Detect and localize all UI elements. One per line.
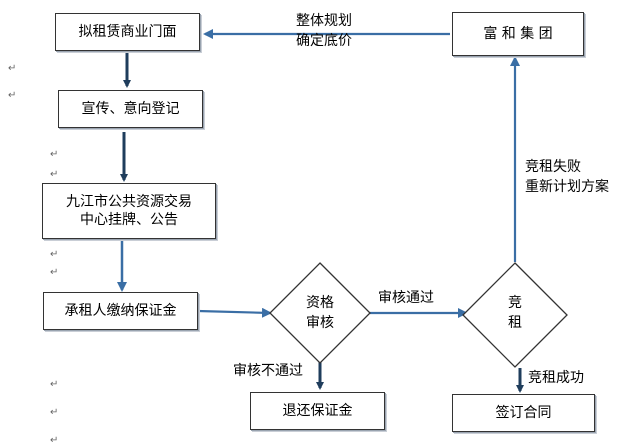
paragraph-mark: ↵ bbox=[50, 435, 59, 446]
success-label: 竞租成功 bbox=[528, 370, 584, 386]
refund-text: 退还保证金 bbox=[282, 403, 353, 419]
sign-text: 签订合同 bbox=[495, 405, 552, 421]
promote-box: 宣传、意向登记 bbox=[58, 90, 203, 128]
not-pass-label: 审核不通过 bbox=[233, 363, 303, 379]
plan-label-line2: 确定底价 bbox=[296, 33, 352, 49]
paragraph-mark: ↵ bbox=[8, 63, 17, 74]
lease-store-box: 拟租赁商业门面 bbox=[55, 13, 200, 51]
bid-text-line1: 竞 bbox=[508, 295, 522, 311]
paragraph-mark: ↵ bbox=[8, 90, 17, 101]
bid-text-line2: 租 bbox=[508, 315, 522, 331]
listing-text-line2: 中心挂牌、公告 bbox=[80, 212, 178, 228]
fail-label-line2: 重新计划方案 bbox=[525, 179, 609, 195]
deposit-text: 承租人缴纳保证金 bbox=[64, 303, 177, 319]
listing-text-line1: 九江市公共资源交易 bbox=[66, 194, 192, 210]
paragraph-mark: ↵ bbox=[50, 169, 59, 180]
qualify-diamond bbox=[269, 262, 371, 364]
paragraph-mark: ↵ bbox=[50, 267, 59, 278]
qualify-text-line2: 审核 bbox=[306, 315, 334, 331]
paragraph-mark: ↵ bbox=[50, 379, 59, 390]
qualify-text: 资格 审核 bbox=[290, 293, 350, 333]
paragraph-mark: ↵ bbox=[50, 249, 59, 260]
promote-text: 宣传、意向登记 bbox=[81, 101, 180, 117]
listing-box: 九江市公共资源交易 中心挂牌、公告 bbox=[42, 183, 216, 239]
group-box: 富 和 集 团 bbox=[452, 12, 584, 56]
group-text: 富 和 集 团 bbox=[483, 26, 553, 42]
fail-label-line1: 竞租失败 bbox=[525, 159, 581, 175]
pass-label: 审核通过 bbox=[378, 290, 434, 306]
paragraph-mark: ↵ bbox=[50, 407, 59, 418]
bid-text: 竞 租 bbox=[495, 293, 535, 333]
plan-label-line1: 整体规划 bbox=[296, 13, 352, 29]
qualify-text-line1: 资格 bbox=[306, 295, 334, 311]
deposit-box: 承租人缴纳保证金 bbox=[43, 292, 198, 330]
sign-box: 签订合同 bbox=[452, 394, 595, 432]
arrow-deposit-to-qualify bbox=[197, 307, 272, 318]
bid-diamond bbox=[462, 262, 568, 368]
lease-store-text: 拟租赁商业门面 bbox=[78, 24, 177, 40]
refund-box: 退还保证金 bbox=[250, 392, 385, 430]
paragraph-mark: ↵ bbox=[50, 149, 59, 160]
